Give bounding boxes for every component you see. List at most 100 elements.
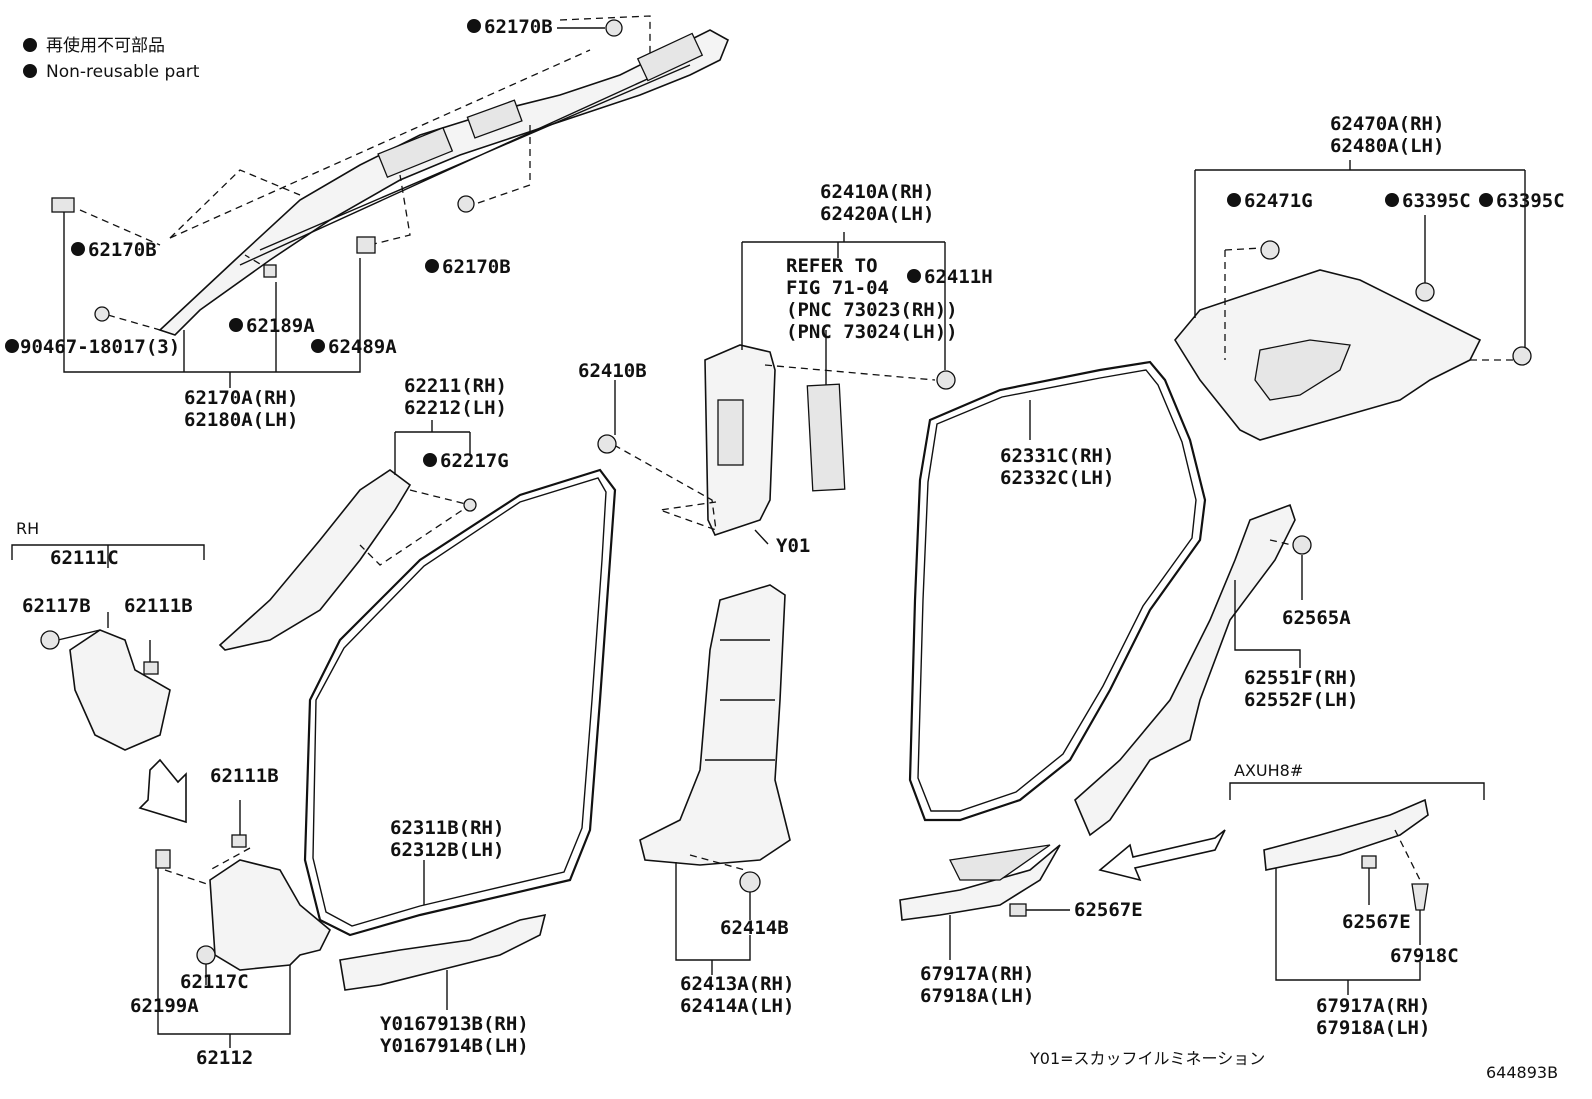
label-62117B: 62117B: [22, 595, 91, 617]
label-63395C: 63395C: [1496, 190, 1565, 212]
label-62180A-lh: 62180A(LH): [184, 409, 298, 431]
clip-icon: [263, 264, 277, 278]
front-scuff-plate: [339, 913, 547, 991]
clip-icon: [40, 630, 60, 650]
leader-line: [369, 174, 411, 246]
label-62420A-lh: 62420A(LH): [820, 203, 934, 225]
assembly-62170A: 62170B 62170B 62170B 90467-18017(3) 6218…: [5, 15, 730, 431]
bullet-icon: [423, 453, 437, 467]
rail-bracket: [636, 32, 704, 82]
assembly-62410A: 62410A(RH) 62420A(LH) REFER TO FIG 71-04…: [578, 181, 993, 557]
assembly-67917A: 62567E 67917A(RH) 67918A(LH): [899, 829, 1226, 1007]
pillar-detail: [705, 639, 775, 761]
leader-line: [169, 49, 591, 239]
label-62414A-lh: 62414A(LH): [680, 995, 794, 1017]
leader-line: [169, 169, 301, 239]
refer-text: REFER TO: [786, 255, 878, 277]
clip-icon: [51, 197, 75, 213]
center-pillar-lower: [639, 584, 791, 866]
arrow-icon: [1098, 829, 1226, 882]
refer-text: (PNC 73024(LH)): [786, 321, 958, 343]
clip-icon: [155, 849, 171, 869]
bracket-line: [1234, 580, 1301, 668]
label-62111B: 62111B: [210, 765, 279, 787]
assembly-62413A: 62414B 62413A(RH) 62414A(LH): [639, 584, 794, 1017]
label-62332C-lh: 62332C(LH): [1000, 467, 1114, 489]
label-62480A-lh: 62480A(LH): [1330, 135, 1444, 157]
quarter-lower-trim: [1074, 503, 1296, 837]
bracket-line: [675, 862, 751, 975]
label-62311B-rh: 62311B(RH): [390, 817, 504, 839]
rail-bracket: [466, 99, 523, 139]
bullet-icon: [907, 269, 921, 283]
leader-line: [164, 847, 251, 886]
assembly-62331C: 62331C(RH) 62332C(LH): [908, 360, 1207, 822]
bracket-line: [157, 868, 291, 1048]
bracket-line: [1194, 160, 1526, 348]
leader-line: [559, 15, 651, 55]
assembly-62311B: 62311B(RH) 62312B(LH): [303, 468, 617, 937]
clip-icon: [457, 195, 475, 213]
label-y0167913b: Y0167913B(RH): [380, 1013, 529, 1035]
leader-line: [689, 854, 746, 871]
assembly-Y0167913B: Y0167913B(RH) Y0167914B(LH): [339, 913, 547, 1057]
clip-icon: [356, 236, 376, 254]
refer-text: FIG 71-04: [786, 277, 889, 299]
bracket-line: [63, 212, 361, 373]
leader-line: [1368, 868, 1421, 945]
legend: 再使用不可部品 Non-reusable part: [23, 35, 200, 82]
rear-scuff-plate: [899, 844, 1061, 921]
leader-line: [359, 489, 472, 566]
label-62565A: 62565A: [1282, 607, 1351, 629]
bullet-icon: [5, 339, 19, 353]
label-y01: Y01: [776, 535, 810, 557]
assembly-62111C: RH 62111C 62117B 62111B: [11, 519, 205, 824]
bullet-icon: [71, 242, 85, 256]
rail-detail: [239, 54, 701, 266]
leader-line: [613, 444, 717, 531]
rear-door-weatherstrip: [908, 360, 1207, 822]
label-67917A-rh: 67917A(RH): [1316, 995, 1430, 1017]
bracket-line: [11, 544, 205, 568]
leader-line: [477, 125, 531, 204]
bracket-line: [183, 282, 277, 372]
kick-panel: [209, 859, 331, 971]
label-axuh8: AXUH8#: [1234, 761, 1303, 780]
bracket-line: [1229, 782, 1485, 800]
clip-icon: [1361, 855, 1377, 869]
rear-scuff-plate-axuh8: [1263, 798, 1429, 871]
leader-line: [754, 529, 769, 545]
label-62170A-rh: 62170A(RH): [184, 387, 298, 409]
clip-icon: [605, 19, 623, 37]
label-62170B: 62170B: [484, 16, 553, 38]
clip-icon: [196, 945, 216, 965]
cowl-side-trim: [69, 629, 171, 751]
label-62112: 62112: [196, 1047, 253, 1069]
label-63395C: 63395C: [1402, 190, 1471, 212]
label-rh: RH: [16, 519, 39, 538]
label-62471G: 62471G: [1244, 190, 1313, 212]
label-62414B: 62414B: [720, 917, 789, 939]
label-62312B-lh: 62312B(LH): [390, 839, 504, 861]
label-90467: 90467-18017(3): [20, 336, 180, 358]
arrow-icon: [138, 758, 187, 824]
clip-icon: [1009, 903, 1027, 917]
label-62413A-rh: 62413A(RH): [680, 973, 794, 995]
seat-belt-part: [806, 383, 846, 492]
clip-icon: [1292, 535, 1312, 555]
label-62551F-rh: 62551F(RH): [1244, 667, 1358, 689]
bullet-icon: [23, 38, 37, 52]
bullet-icon: [229, 318, 243, 332]
assembly-62112: 62111B 62117C 62199A 62112: [130, 765, 331, 1069]
clip-icon: [463, 498, 477, 512]
label-62170B: 62170B: [88, 239, 157, 261]
pillar-detail: [717, 399, 744, 466]
clip-icon: [1411, 883, 1429, 911]
bracket-line: [1275, 868, 1421, 995]
label-62111B: 62111B: [124, 595, 193, 617]
label-62170B: 62170B: [442, 256, 511, 278]
label-62331C-rh: 62331C(RH): [1000, 445, 1114, 467]
leader-line: [1394, 829, 1421, 881]
label-67917A-rh: 67917A(RH): [920, 963, 1034, 985]
label-62410B: 62410B: [578, 360, 647, 382]
